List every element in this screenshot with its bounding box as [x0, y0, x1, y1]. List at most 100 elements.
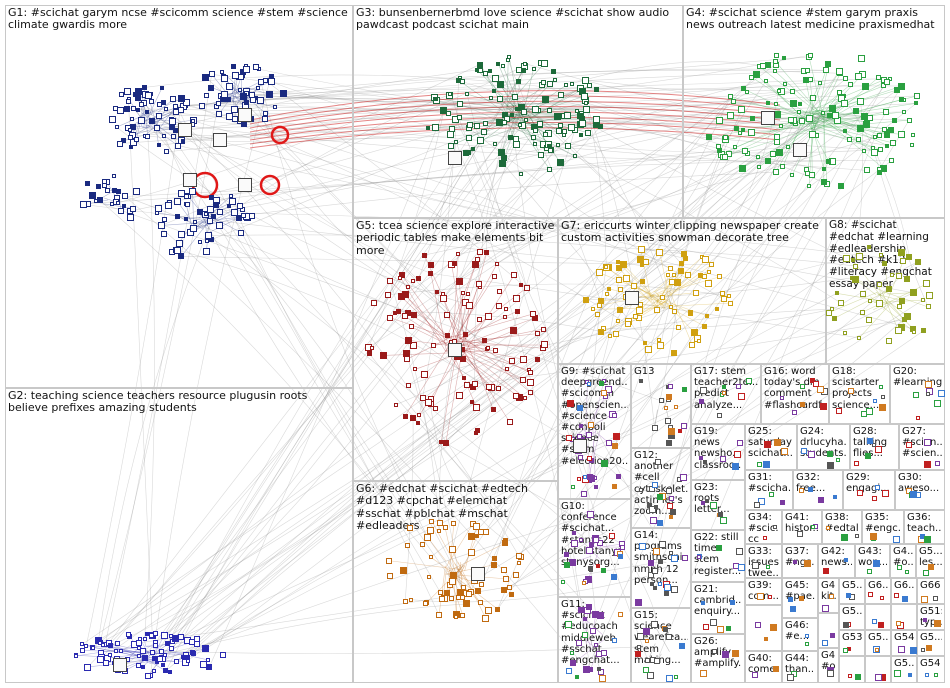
network-node[interactable] — [238, 73, 245, 80]
network-node[interactable] — [776, 89, 781, 94]
network-node[interactable] — [532, 127, 538, 133]
network-node[interactable] — [780, 499, 786, 505]
network-node[interactable] — [865, 407, 873, 415]
network-node[interactable] — [145, 133, 151, 139]
network-node[interactable] — [910, 132, 915, 137]
network-node[interactable] — [737, 563, 745, 571]
network-node[interactable] — [880, 596, 885, 600]
network-node[interactable] — [371, 300, 378, 307]
network-node[interactable] — [933, 672, 938, 677]
network-node[interactable] — [174, 142, 181, 149]
network-node[interactable] — [885, 337, 892, 344]
network-node[interactable] — [700, 387, 708, 395]
network-node[interactable] — [440, 106, 448, 114]
hub-node[interactable] — [793, 143, 807, 157]
network-node[interactable] — [889, 157, 895, 163]
network-node[interactable] — [220, 74, 228, 82]
network-node[interactable] — [826, 113, 832, 119]
network-node[interactable] — [857, 54, 865, 62]
network-node[interactable] — [727, 111, 735, 119]
network-node[interactable] — [406, 525, 413, 532]
network-node[interactable] — [183, 216, 188, 221]
network-node[interactable] — [612, 443, 619, 450]
network-node[interactable] — [563, 83, 568, 88]
network-node[interactable] — [202, 645, 210, 653]
network-node[interactable] — [615, 318, 620, 323]
network-node[interactable] — [571, 530, 576, 535]
network-node[interactable] — [527, 389, 533, 395]
network-node[interactable] — [768, 492, 774, 498]
network-node[interactable] — [261, 115, 268, 122]
network-node[interactable] — [682, 386, 688, 392]
network-node[interactable] — [833, 494, 838, 499]
network-node[interactable] — [826, 525, 831, 530]
network-node[interactable] — [243, 65, 251, 73]
network-node[interactable] — [807, 183, 812, 188]
network-node[interactable] — [906, 254, 913, 261]
network-node[interactable] — [865, 452, 872, 459]
network-node[interactable] — [834, 291, 839, 296]
network-node[interactable] — [564, 621, 572, 629]
network-node[interactable] — [517, 123, 522, 128]
network-node[interactable] — [460, 595, 466, 601]
network-node[interactable] — [203, 247, 211, 255]
network-node[interactable] — [495, 606, 501, 612]
network-node[interactable] — [194, 641, 201, 648]
network-node[interactable] — [540, 59, 548, 67]
network-node[interactable] — [595, 564, 600, 569]
network-node[interactable] — [876, 282, 882, 288]
network-node[interactable] — [465, 135, 472, 142]
network-node[interactable] — [755, 154, 760, 159]
network-node[interactable] — [857, 490, 864, 497]
network-node[interactable] — [875, 300, 883, 308]
network-node[interactable] — [928, 563, 935, 570]
network-node[interactable] — [487, 69, 492, 74]
network-node[interactable] — [136, 654, 141, 659]
network-node[interactable] — [436, 519, 443, 526]
network-node[interactable] — [385, 557, 392, 564]
network-node[interactable] — [652, 567, 659, 574]
network-node[interactable] — [561, 579, 566, 584]
network-node[interactable] — [230, 64, 236, 70]
network-node[interactable] — [900, 257, 907, 264]
network-node[interactable] — [689, 341, 696, 348]
network-node[interactable] — [787, 597, 793, 603]
network-node[interactable] — [862, 149, 867, 154]
network-node[interactable] — [666, 487, 673, 494]
network-node[interactable] — [557, 91, 564, 98]
network-node[interactable] — [715, 306, 720, 311]
network-node[interactable] — [720, 295, 727, 302]
network-node[interactable] — [188, 188, 196, 196]
network-node[interactable] — [171, 634, 179, 642]
network-node[interactable] — [593, 537, 600, 544]
network-node[interactable] — [671, 555, 679, 563]
network-node[interactable] — [598, 123, 604, 129]
network-node[interactable] — [909, 646, 917, 654]
network-node[interactable] — [588, 422, 595, 429]
network-node[interactable] — [789, 605, 796, 612]
network-node[interactable] — [813, 381, 820, 388]
network-node[interactable] — [393, 402, 398, 407]
network-node[interactable] — [238, 88, 243, 93]
network-node[interactable] — [847, 387, 854, 394]
network-node[interactable] — [877, 132, 883, 138]
network-node[interactable] — [904, 275, 911, 282]
network-node[interactable] — [504, 367, 509, 372]
network-node[interactable] — [160, 631, 168, 639]
network-node[interactable] — [651, 425, 658, 432]
network-node[interactable] — [646, 672, 654, 680]
network-node[interactable] — [206, 663, 213, 670]
network-node[interactable] — [406, 284, 411, 289]
network-node[interactable] — [799, 401, 805, 407]
network-node[interactable] — [431, 343, 437, 349]
network-node[interactable] — [909, 490, 917, 498]
network-node[interactable] — [657, 582, 662, 587]
network-node[interactable] — [108, 653, 113, 658]
network-node[interactable] — [449, 577, 457, 585]
network-node[interactable] — [161, 231, 168, 238]
network-node[interactable] — [620, 544, 626, 550]
network-node[interactable] — [884, 78, 891, 85]
network-node[interactable] — [563, 561, 570, 568]
network-node[interactable] — [416, 420, 421, 425]
network-node[interactable] — [716, 274, 722, 280]
